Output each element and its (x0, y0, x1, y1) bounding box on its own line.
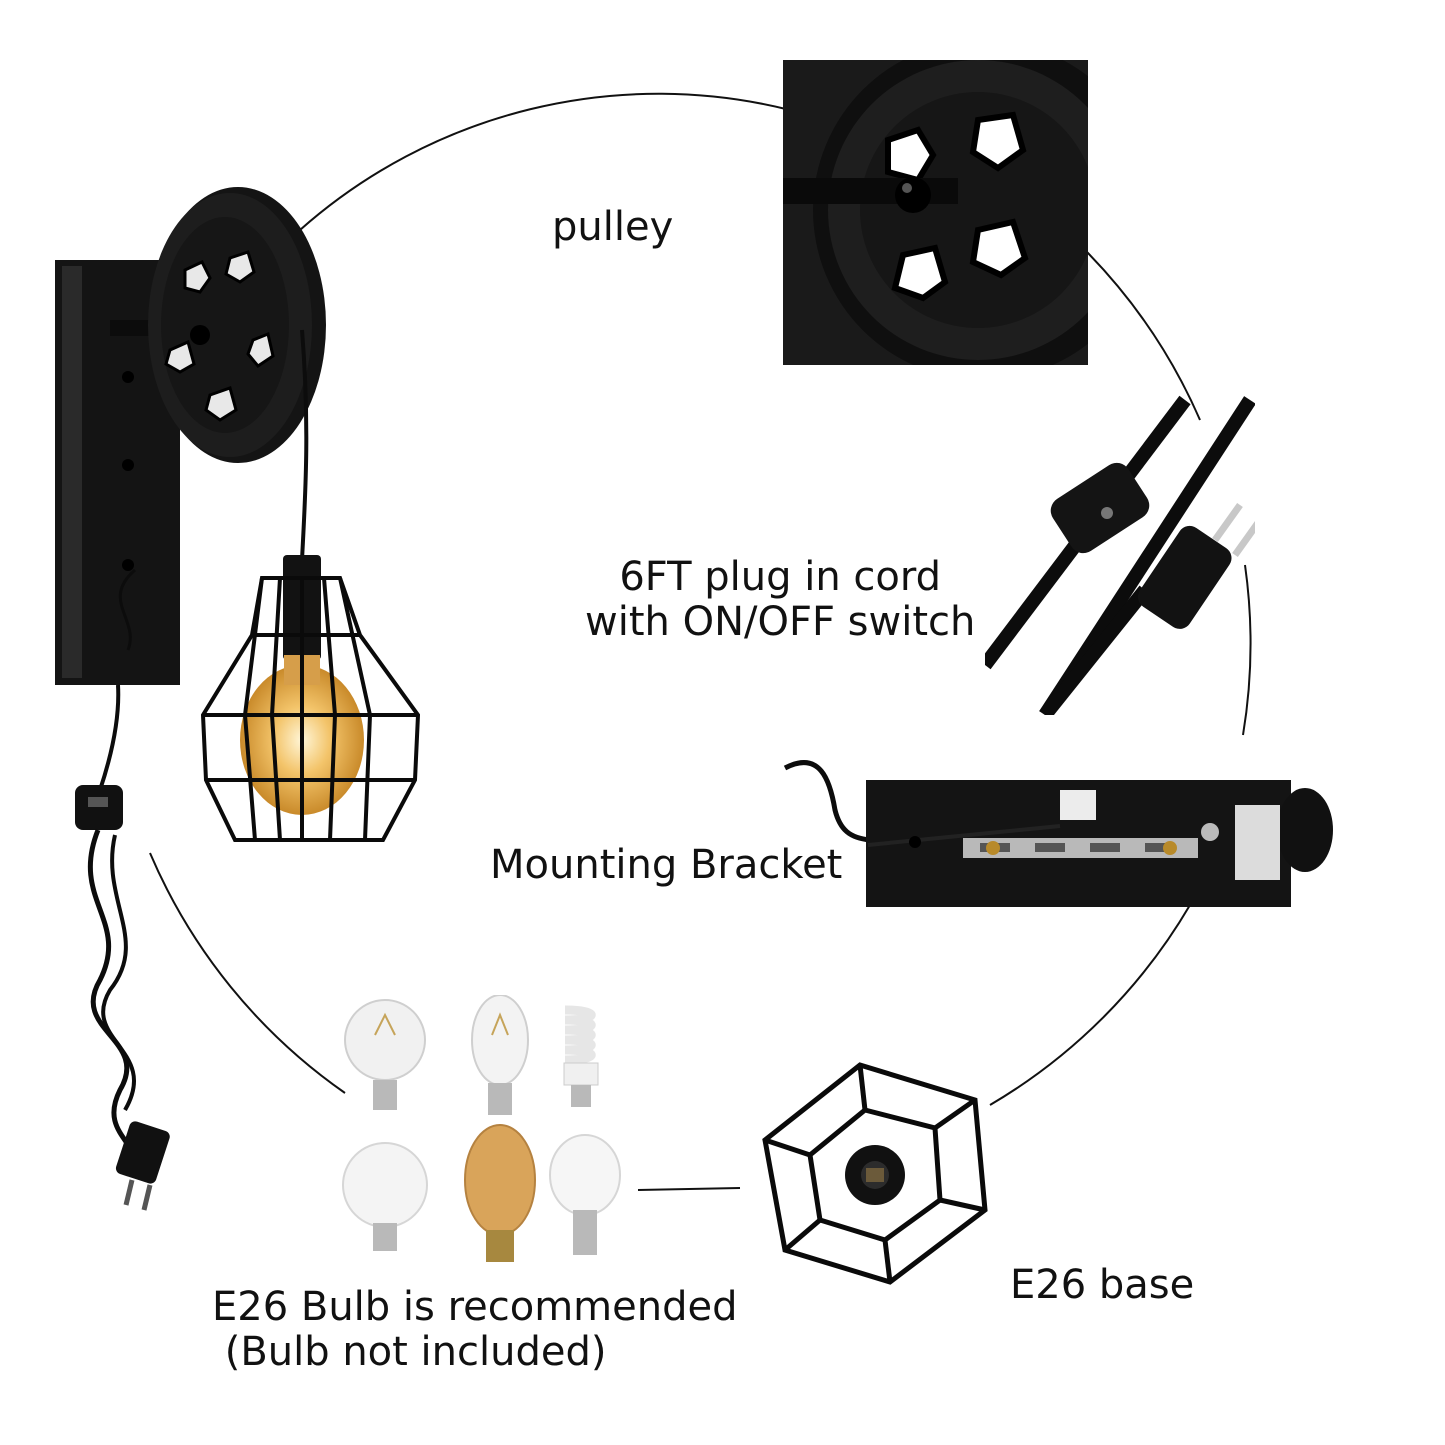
wall-sconce-pulley-lamp-icon (55, 187, 421, 1211)
compatible-bulbs-group-icon (342, 995, 621, 1262)
hexagon-cage-base-closeup-icon (762, 1062, 988, 1285)
bulb-label: E26 Bulb is recommended (Bulb not includ… (212, 1285, 738, 1375)
cord-label-line2: with ON/OFF switch (585, 598, 976, 645)
mounting-bracket-closeup-icon (783, 760, 1333, 907)
cord-label-line1: 6FT plug in cord (619, 554, 941, 600)
pulley-label: pulley (552, 204, 674, 250)
plug-cord-switch-closeup-icon (985, 395, 1255, 715)
cord-label: 6FT plug in cord with ON/OFF switch (585, 555, 975, 645)
pulley-wheel-closeup-icon (783, 60, 1088, 365)
base-label: E26 base (1010, 1262, 1195, 1308)
bracket-label: Mounting Bracket (490, 842, 843, 888)
bulb-label-line1: E26 Bulb is recommended (212, 1284, 738, 1330)
bulb-label-line2: (Bulb not included) (212, 1328, 607, 1375)
